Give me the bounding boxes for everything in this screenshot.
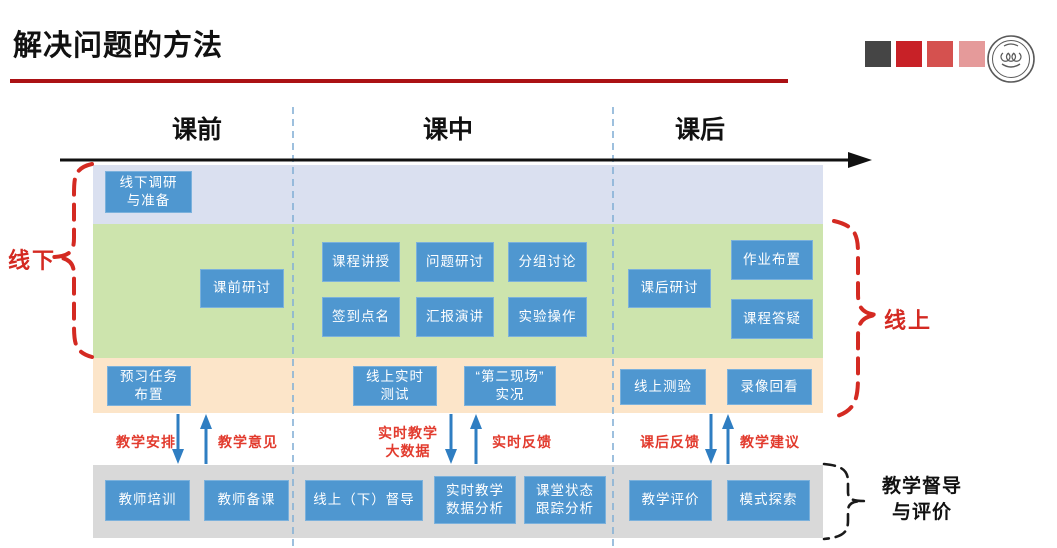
decor-square-1: [865, 41, 891, 67]
band-offline-prep: [93, 165, 823, 224]
task-box-group-discussion: 分组讨论: [508, 242, 587, 282]
feedback-label-realtime-bigdata: 实时教学 大数据: [378, 425, 438, 460]
task-box-offline-research-prep: 线下调研 与准备: [105, 171, 192, 213]
phase-label-in-class: 课中: [422, 116, 473, 144]
task-box-teacher-training: 教师培训: [105, 480, 190, 521]
task-box-online-quiz: 线上测验: [620, 369, 706, 405]
task-box-lecture: 课程讲授: [322, 242, 400, 282]
band-online-tasks: [93, 358, 823, 413]
feedback-label-teaching-suggestion: 教学建议: [740, 434, 800, 450]
row-label-supervision: 教学督导 与评价: [881, 476, 962, 523]
task-box-state-tracking: 课堂状态 跟踪分析: [524, 476, 606, 524]
task-box-online-supervision: 线上（下）督导: [305, 480, 423, 521]
task-box-post-class-seminar: 课后研讨: [628, 269, 711, 308]
task-box-roll-call: 签到点名: [322, 297, 400, 337]
task-box-problem-discussion: 问题研讨: [416, 242, 494, 282]
feedback-label-postclass-feedback: 课后反馈: [640, 434, 700, 450]
feedback-label-teaching-arrangement: 教学安排: [116, 434, 176, 450]
title-underline: [10, 79, 788, 83]
decor-square-2: [896, 41, 922, 67]
phase-label-after-class: 课后: [674, 116, 725, 144]
supervision-brace: [822, 462, 865, 541]
task-box-pre-class-seminar: 课前研讨: [200, 269, 284, 308]
task-box-online-test: 线上实时 测试: [353, 366, 437, 406]
decor-square-4: [959, 41, 985, 67]
task-box-experiment: 实验操作: [508, 297, 587, 337]
row-label-offline: 线下: [8, 248, 57, 273]
task-box-mode-exploration: 模式探索: [727, 480, 810, 521]
task-box-second-scene: “第二现场” 实况: [464, 366, 556, 406]
page-title: 解决问题的方法: [13, 30, 224, 62]
phase-label-before-class: 课前: [171, 116, 222, 144]
task-box-preview-tasks: 预习任务 布置: [107, 366, 191, 406]
task-box-course-qa: 课程答疑: [731, 299, 813, 339]
decor-square-3: [927, 41, 953, 67]
task-box-presentation: 汇报演讲: [416, 297, 494, 337]
feedback-label-realtime-feedback: 实时反馈: [492, 434, 552, 450]
row-label-online: 线上: [884, 308, 933, 333]
task-box-teaching-evaluation: 教学评价: [629, 480, 712, 521]
task-box-lesson-preparation: 教师备课: [204, 480, 289, 521]
offline-brace: [53, 162, 94, 359]
task-box-data-analysis: 实时教学 数据分析: [434, 476, 516, 524]
task-box-video-replay: 录像回看: [727, 369, 812, 405]
online-brace: [832, 219, 879, 419]
task-box-homework: 作业布置: [731, 240, 813, 280]
feedback-label-teaching-opinion: 教学意见: [218, 434, 278, 450]
